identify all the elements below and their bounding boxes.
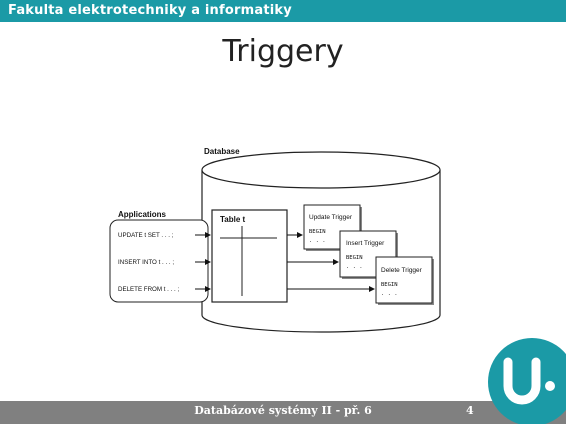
table-label: Table t <box>220 215 246 224</box>
delete-trigger-begin: BEGIN <box>381 282 398 288</box>
delete-trigger-dots: . . . <box>381 291 398 297</box>
delete-trigger-box <box>375 256 433 304</box>
faculty-name: Fakulta elektrotechniky a informatiky <box>8 3 292 18</box>
update-trigger-label: Update Trigger <box>309 214 353 221</box>
page-number: 4 <box>466 404 474 417</box>
trigger-diagram: Database Applications UPDATE t SET . . .… <box>109 147 441 333</box>
slide-footer-bar <box>0 401 566 424</box>
slide-title: Triggery <box>222 34 344 69</box>
slide-header-bar <box>0 0 566 22</box>
database-label: Database <box>204 147 240 156</box>
delete-trigger-label: Delete Trigger <box>381 267 423 274</box>
applications-label: Applications <box>118 210 167 219</box>
update-trigger-begin: BEGIN <box>309 229 326 235</box>
course-title: Databázové systémy II - př. 6 <box>194 404 372 417</box>
statement-update: UPDATE t SET . . . ; <box>118 232 174 239</box>
insert-trigger-dots: . . . <box>346 264 363 270</box>
insert-trigger-label: Insert Trigger <box>346 240 385 247</box>
insert-trigger-begin: BEGIN <box>346 255 363 261</box>
statement-delete: DELETE FROM t . . . ; <box>118 286 179 293</box>
statement-insert: INSERT INTO t . . . ; <box>118 259 174 266</box>
logo-letter: U <box>486 336 487 337</box>
university-logo-icon: U <box>486 336 566 424</box>
update-trigger-dots: . . . <box>309 238 326 244</box>
table-box <box>211 209 288 303</box>
